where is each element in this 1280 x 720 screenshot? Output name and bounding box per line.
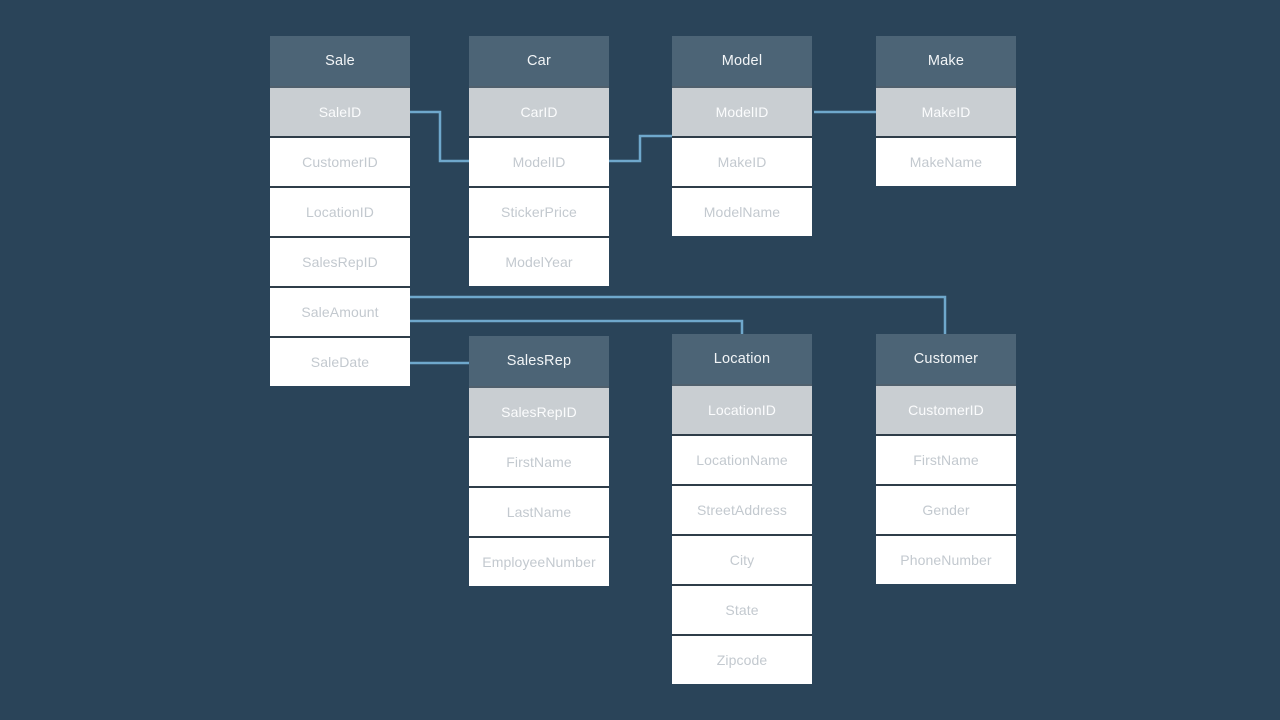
field-streetaddress[interactable]: StreetAddress bbox=[672, 484, 812, 534]
connector-sale-to-car bbox=[410, 110, 469, 163]
field-salesrepid[interactable]: SalesRepID bbox=[270, 236, 410, 286]
field-employeenumber[interactable]: EmployeeNumber bbox=[469, 536, 609, 586]
field-state[interactable]: State bbox=[672, 584, 812, 634]
field-lastname[interactable]: LastName bbox=[469, 486, 609, 536]
field-zipcode[interactable]: Zipcode bbox=[672, 634, 812, 684]
field-modelid[interactable]: ModelID bbox=[469, 136, 609, 186]
connector-car-to-model bbox=[609, 134, 672, 163]
field-makeid[interactable]: MakeID bbox=[672, 136, 812, 186]
field-makename[interactable]: MakeName bbox=[876, 136, 1016, 186]
primary-key-field-modelid[interactable]: ModelID bbox=[672, 86, 812, 136]
entity-title-location: Location bbox=[672, 334, 812, 384]
primary-key-field-makeid[interactable]: MakeID bbox=[876, 86, 1016, 136]
field-saledate[interactable]: SaleDate bbox=[270, 336, 410, 386]
field-locationid[interactable]: LocationID bbox=[270, 186, 410, 236]
field-city[interactable]: City bbox=[672, 534, 812, 584]
field-phonenumber[interactable]: PhoneNumber bbox=[876, 534, 1016, 584]
field-saleamount[interactable]: SaleAmount bbox=[270, 286, 410, 336]
field-modelyear[interactable]: ModelYear bbox=[469, 236, 609, 286]
primary-key-field-locationid[interactable]: LocationID bbox=[672, 384, 812, 434]
field-modelname[interactable]: ModelName bbox=[672, 186, 812, 236]
primary-key-field-customerid[interactable]: CustomerID bbox=[876, 384, 1016, 434]
connector-sale-to-customer bbox=[410, 295, 947, 334]
primary-key-field-carid[interactable]: CarID bbox=[469, 86, 609, 136]
entity-title-customer: Customer bbox=[876, 334, 1016, 384]
entity-title-model: Model bbox=[672, 36, 812, 86]
entity-title-make: Make bbox=[876, 36, 1016, 86]
entity-title-sale: Sale bbox=[270, 36, 410, 86]
entity-title-car: Car bbox=[469, 36, 609, 86]
primary-key-field-saleid[interactable]: SaleID bbox=[270, 86, 410, 136]
field-customerid[interactable]: CustomerID bbox=[270, 136, 410, 186]
entity-title-salesrep: SalesRep bbox=[469, 336, 609, 386]
field-firstname[interactable]: FirstName bbox=[469, 436, 609, 486]
field-gender[interactable]: Gender bbox=[876, 484, 1016, 534]
connector-sale-to-location bbox=[410, 319, 744, 334]
primary-key-field-salesrepid[interactable]: SalesRepID bbox=[469, 386, 609, 436]
field-stickerprice[interactable]: StickerPrice bbox=[469, 186, 609, 236]
field-locationname[interactable]: LocationName bbox=[672, 434, 812, 484]
field-firstname[interactable]: FirstName bbox=[876, 434, 1016, 484]
